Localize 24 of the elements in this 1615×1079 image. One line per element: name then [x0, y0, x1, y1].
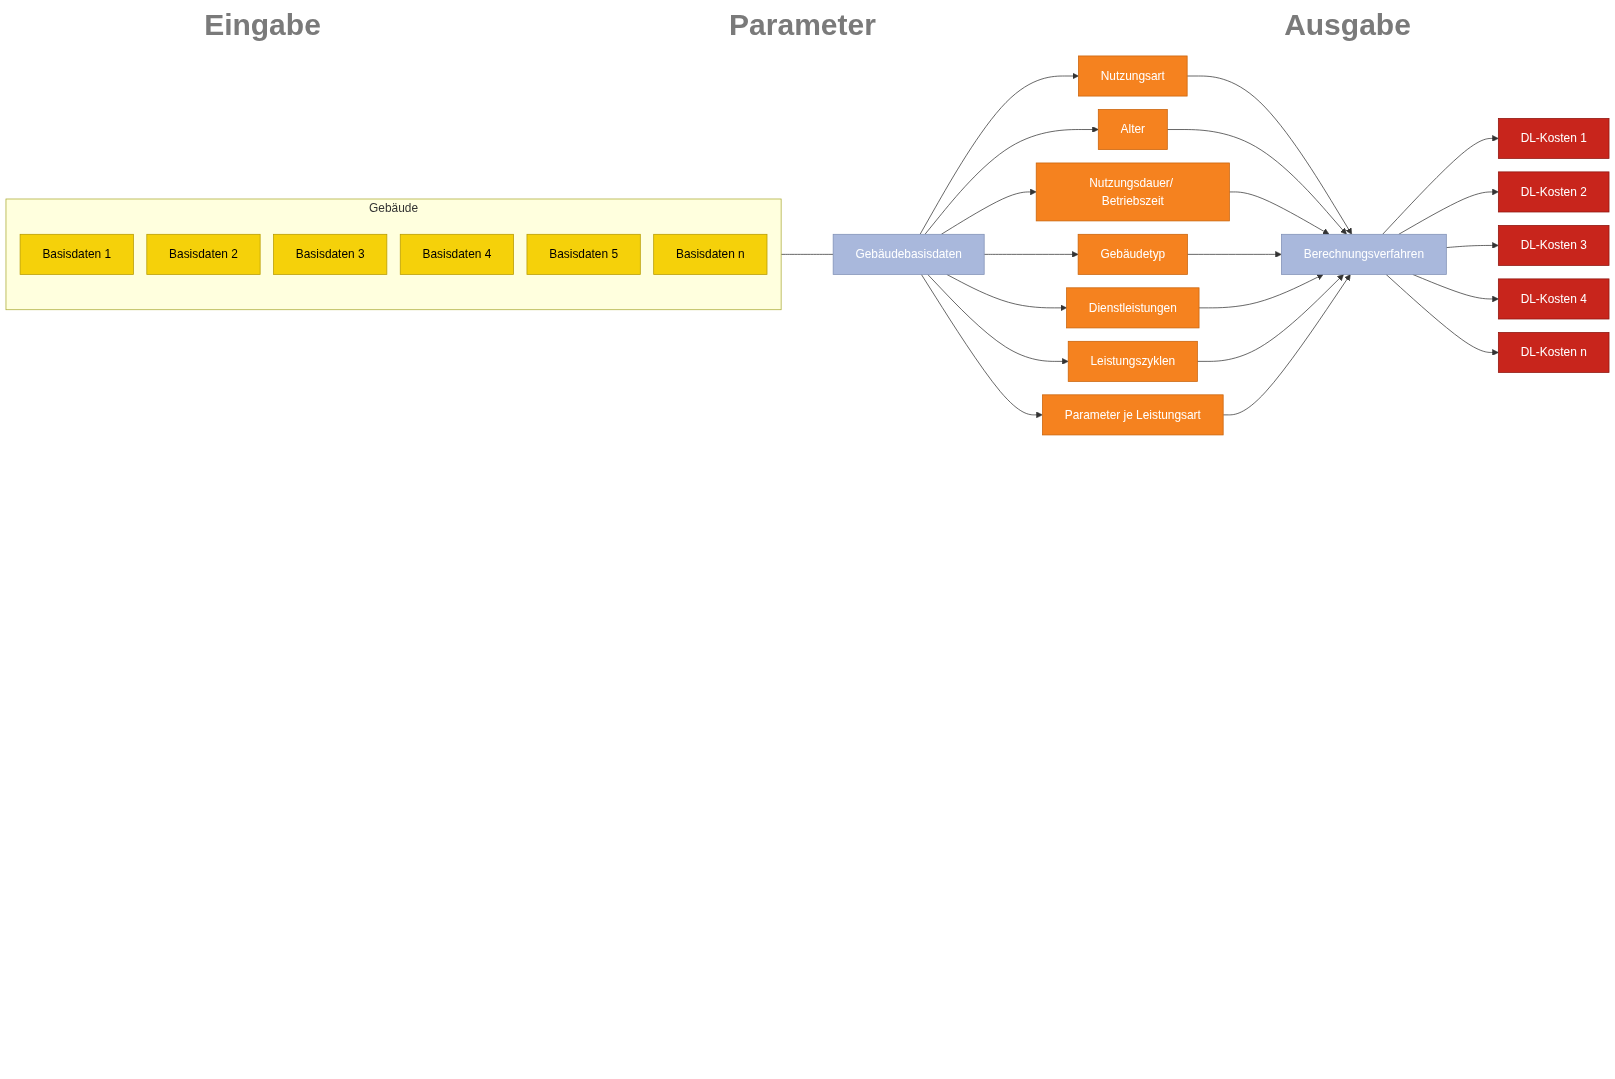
node-box: Nutzungsart — [1078, 55, 1188, 97]
node-box: Basisdaten 5 — [526, 233, 641, 275]
node-box: DL-Kosten n — [1498, 332, 1610, 373]
connector — [780, 254, 834, 255]
node-box: Gebäudebasisdaten — [832, 233, 985, 275]
node-box: DL-Kosten 1 — [1498, 118, 1610, 159]
node-box: Nutzungsdauer/ Betriebszeit — [1035, 162, 1230, 222]
node-box: Basisdaten 1 — [19, 233, 134, 275]
column-heading: Ausgabe — [1284, 8, 1411, 42]
node-box: Leistungszyklen — [1067, 340, 1198, 382]
node-box: Basisdaten 2 — [146, 233, 261, 275]
node-box: Parameter je Leistungsart — [1042, 394, 1224, 436]
node-box: DL-Kosten 2 — [1498, 171, 1610, 213]
node-box: Basisdaten 4 — [399, 233, 514, 275]
column-heading: Parameter — [729, 8, 876, 42]
node-box: DL-Kosten 3 — [1498, 225, 1610, 266]
node-box: Basisdaten 3 — [273, 233, 388, 275]
node-box: Dienstleistungen — [1066, 287, 1200, 329]
column-heading: Eingabe — [204, 8, 321, 42]
node-box: DL-Kosten 4 — [1498, 278, 1610, 320]
node-box: Alter — [1097, 109, 1168, 150]
node-box: Basisdaten n — [653, 233, 768, 275]
node-box: Berechnungsverfahren — [1281, 233, 1447, 275]
node-box: Gebäudetyp — [1077, 233, 1188, 275]
